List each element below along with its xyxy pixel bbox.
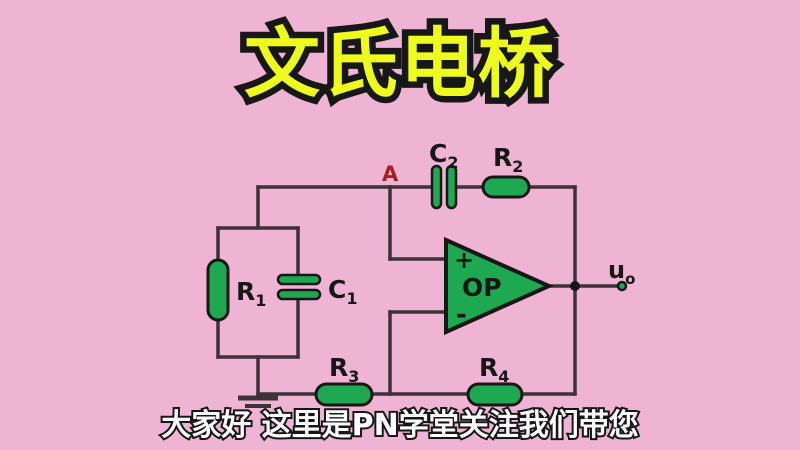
opamp-name-label: OP — [462, 273, 502, 302]
opamp-plus-label: + — [454, 246, 474, 274]
opamp-symbol: + - OP — [444, 236, 554, 336]
capacitor-c2-plate-right — [445, 164, 458, 210]
ground-symbol — [238, 395, 278, 408]
capacitor-c2 — [430, 164, 458, 210]
label-c1: C1 — [328, 275, 358, 308]
output-terminal — [616, 280, 628, 292]
resistor-r3 — [314, 382, 374, 407]
resistor-r2 — [481, 175, 531, 199]
label-output-voltage: uo — [608, 256, 635, 288]
label-r4: R4 — [479, 353, 509, 386]
capacitor-c1-plate-top — [276, 273, 322, 286]
resistor-r1 — [206, 258, 230, 322]
label-r1: R1 — [236, 277, 266, 310]
label-r2: R2 — [493, 143, 523, 176]
opamp-minus-label: - — [456, 300, 467, 330]
capacitor-c1 — [276, 273, 322, 301]
capacitor-c2-plate-left — [430, 164, 443, 210]
junction-dot-output — [570, 281, 580, 291]
label-r3: R3 — [329, 353, 359, 386]
label-node-a: A — [382, 162, 399, 186]
resistor-r4 — [466, 382, 524, 407]
label-c2: C2 — [429, 139, 459, 172]
opamp-triangle — [444, 236, 554, 336]
page-title: 文氏电桥 — [238, 19, 561, 108]
subtitle-caption: 大家好 这里是PN学堂关注我们带您 — [159, 406, 641, 445]
capacitor-c1-plate-bottom — [276, 288, 322, 301]
wires — [216, 185, 622, 396]
